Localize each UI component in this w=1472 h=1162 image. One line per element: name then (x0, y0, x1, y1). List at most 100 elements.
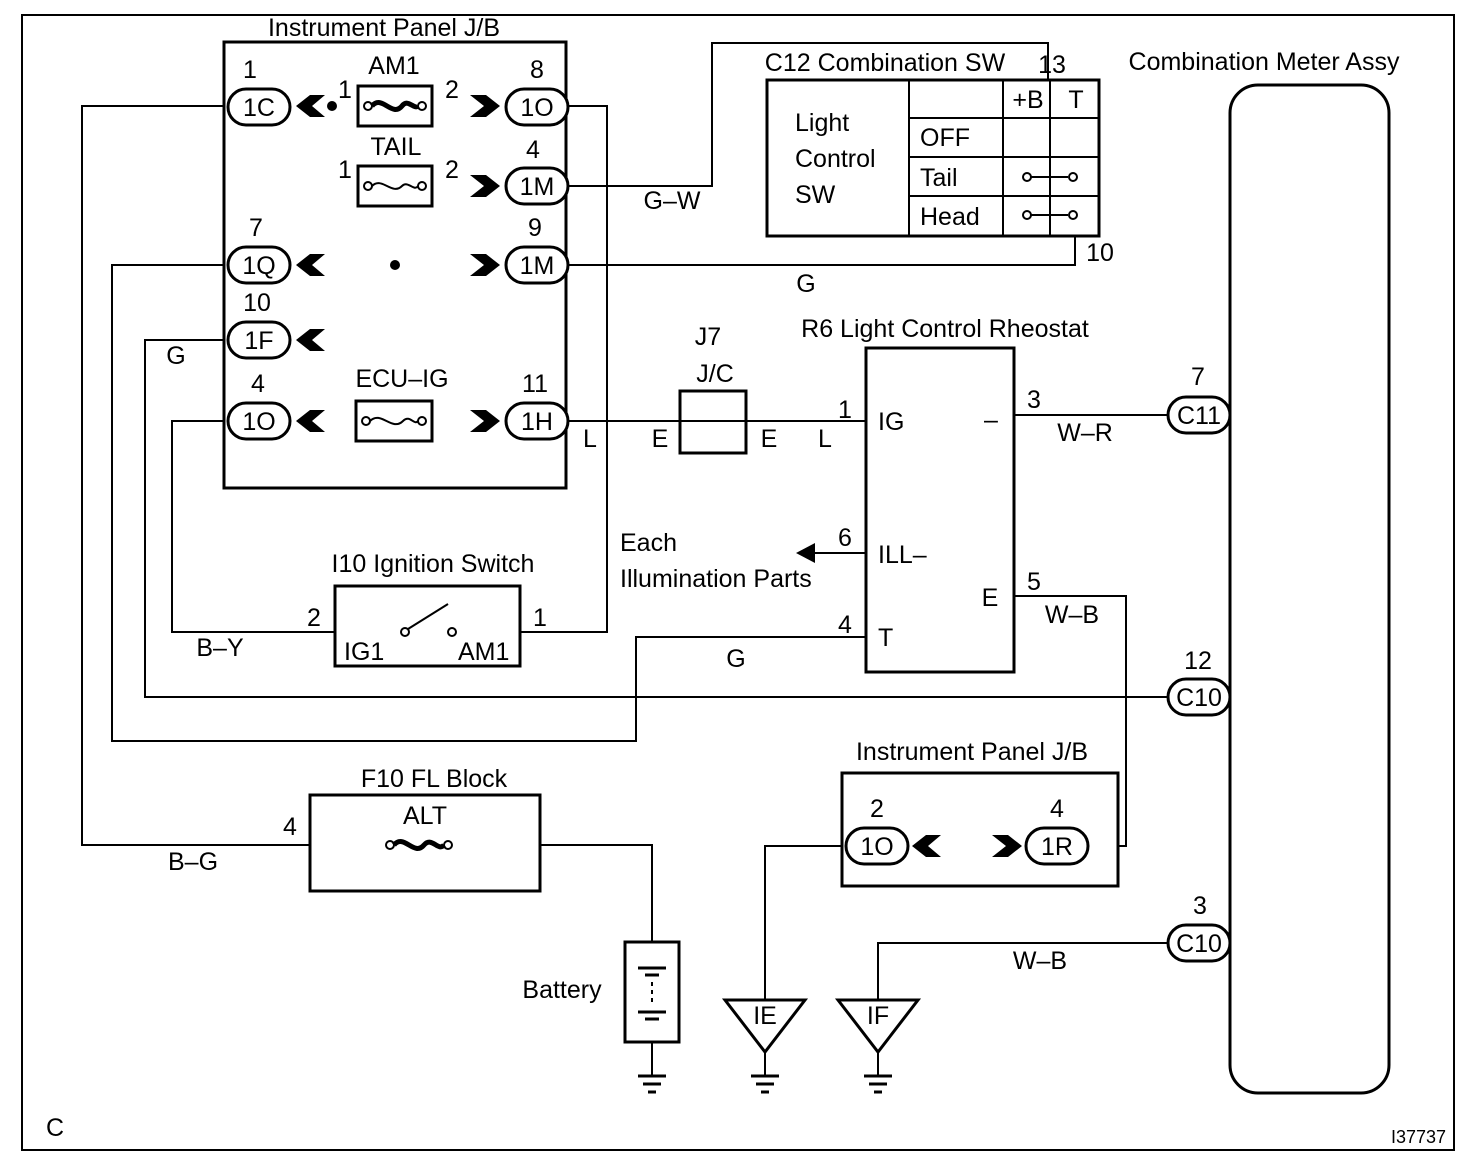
ground-icon (638, 1074, 666, 1094)
rheostat-title: R6 Light Control Rheostat (801, 315, 1089, 343)
battery: Battery (522, 940, 681, 1044)
ground-icon (751, 1074, 779, 1094)
svg-text:10: 10 (1086, 239, 1114, 267)
connector-1h: 1H 11 (504, 370, 570, 441)
svg-text:10: 10 (243, 289, 271, 317)
svg-text:T: T (1068, 86, 1083, 114)
ignition-title: I10 Ignition Switch (332, 550, 535, 578)
svg-text:C10: C10 (1176, 930, 1222, 958)
svg-text:4: 4 (838, 611, 852, 639)
wire-label-l-left: L (583, 425, 597, 453)
ground-ie-label: IE (753, 1002, 777, 1030)
svg-text:3: 3 (1027, 386, 1041, 414)
connector-1f: 1F 10 (226, 289, 292, 360)
svg-text:1C: 1C (243, 94, 275, 122)
svg-text:2: 2 (445, 76, 459, 104)
svg-text:1Q: 1Q (242, 252, 275, 280)
wire-label-by: B–Y (196, 634, 244, 662)
svg-text:1: 1 (338, 76, 352, 104)
svg-text:2: 2 (870, 795, 884, 823)
svg-text:1M: 1M (520, 173, 555, 201)
svg-text:1: 1 (533, 604, 547, 632)
connector-1o: 1O 2 (844, 795, 910, 866)
svg-text:E: E (761, 425, 778, 453)
svg-text:Tail: Tail (920, 164, 958, 192)
connector-1r: 1R 4 (1024, 795, 1090, 866)
svg-text:T: T (878, 624, 893, 652)
wire-label-wb-bot: W–B (1013, 947, 1067, 975)
ground-icon (864, 1074, 892, 1094)
connector-chevrons (296, 95, 500, 432)
svg-text:C11: C11 (1177, 402, 1221, 430)
connector-1o-top: 1O 8 (504, 56, 570, 127)
svg-text:+B: +B (1012, 86, 1043, 114)
svg-text:4: 4 (251, 370, 265, 398)
wire-label-wr: W–R (1057, 419, 1113, 447)
instrument-panel-jb: Instrument Panel J/B 1C 1 1O 8 1M 4 1Q 7… (222, 14, 570, 490)
svg-text:IG: IG (878, 408, 904, 436)
light-control-rheostat: R6 Light Control Rheostat IG – ILL– E T … (796, 315, 1089, 674)
svg-text:J/C: J/C (696, 360, 734, 388)
svg-text:1: 1 (838, 396, 852, 424)
wire-label-l-right: L (818, 425, 832, 453)
svg-text:1F: 1F (244, 327, 273, 355)
corner-label: C (46, 1114, 64, 1142)
svg-text:4: 4 (283, 813, 297, 841)
svg-text:Light: Light (795, 109, 849, 137)
grounds: IE IF (638, 998, 922, 1094)
svg-text:AM1: AM1 (458, 638, 509, 666)
svg-text:7: 7 (249, 214, 263, 242)
wire-label-gw: G–W (644, 187, 701, 215)
svg-text:8: 8 (530, 56, 544, 84)
fuse-tail: TAIL 1 2 (338, 133, 459, 208)
svg-text:13: 13 (1038, 51, 1066, 79)
svg-text:J7: J7 (695, 323, 721, 351)
svg-text:1R: 1R (1041, 833, 1073, 861)
svg-text:9: 9 (528, 214, 542, 242)
svg-text:1O: 1O (520, 94, 553, 122)
switch-contacts (1022, 172, 1078, 220)
svg-text:SW: SW (795, 181, 836, 209)
svg-text:1M: 1M (520, 252, 555, 280)
svg-text:1: 1 (338, 156, 352, 184)
svg-text:AM1: AM1 (368, 52, 419, 80)
combination-switch: C12 Combination SW 13 Light Control SW +… (765, 49, 1114, 267)
svg-text:Control: Control (795, 145, 876, 173)
svg-text:C10: C10 (1176, 684, 1222, 712)
combo-sw-title: C12 Combination SW (765, 49, 1006, 77)
connector-c10-12: C10 12 (1166, 647, 1232, 717)
outer-border (21, 14, 1455, 1151)
ip-jb-title: Instrument Panel J/B (268, 14, 500, 42)
connector-1q: 1Q 7 (226, 214, 292, 285)
svg-text:–: – (984, 406, 998, 434)
svg-text:6: 6 (838, 524, 852, 552)
connector-1m-mid: 1M 9 (504, 214, 570, 285)
figure-id: I37737 (1391, 1127, 1446, 1147)
illumination-label-2: Illumination Parts (620, 565, 812, 593)
illumination-label-1: Each (620, 529, 677, 557)
svg-text:11: 11 (522, 370, 548, 398)
connector-1c: 1C 1 (226, 56, 292, 127)
connector-1o-bottom: 1O 4 (226, 370, 292, 441)
wire-labels: G–W G G L L B–Y G W–R W–B B–G W–B (166, 187, 1113, 975)
ignition-switch: I10 Ignition Switch IG1 AM1 2 1 (307, 550, 547, 668)
wire-label-bg: B–G (168, 848, 218, 876)
svg-text:1O: 1O (242, 408, 275, 436)
fuse-am1: AM1 1 2 (338, 52, 459, 128)
svg-text:OFF: OFF (920, 124, 970, 152)
svg-text:1O: 1O (860, 833, 893, 861)
fl-block: F10 FL Block ALT 4 (283, 765, 542, 893)
fuse-ecu-ig: ECU–IG (354, 365, 449, 443)
svg-text:ALT: ALT (403, 802, 447, 830)
svg-text:ILL–: ILL– (878, 541, 927, 569)
wire-label-g-left: G (166, 342, 185, 370)
connector-c11: C11 7 (1166, 363, 1232, 435)
svg-text:4: 4 (526, 136, 540, 164)
wire-label-g-top: G (796, 270, 815, 298)
svg-text:Head: Head (920, 203, 980, 231)
meter-title: Combination Meter Assy (1129, 48, 1400, 76)
arrow-left-icon (796, 543, 815, 563)
ip-jb2-title: Instrument Panel J/B (856, 738, 1088, 766)
junction-dot (327, 101, 337, 111)
